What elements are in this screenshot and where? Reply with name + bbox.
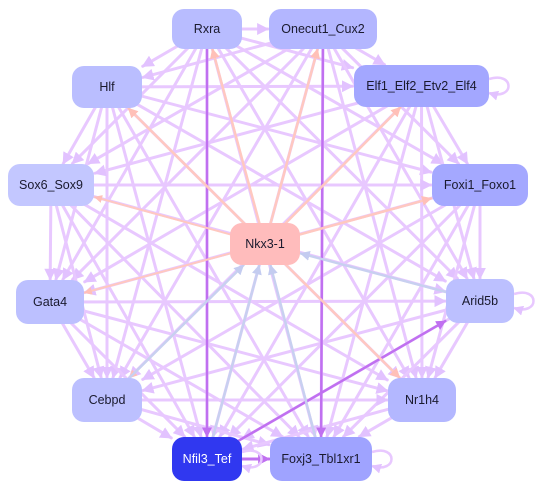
edge-onecut1-sox6 — [86, 27, 325, 166]
node-label: Elf1_Elf2_Etv2_Elf4 — [366, 79, 477, 93]
node-foxj3-tbl1xr1[interactable]: Foxj3_Tbl1xr1 — [270, 437, 372, 481]
edge-nkx3-elf1 — [263, 106, 402, 246]
edge-onecut1-foxj3 — [316, 27, 327, 438]
node-label: Foxj3_Tbl1xr1 — [281, 452, 361, 466]
node-label: Onecut1_Cux2 — [281, 22, 365, 36]
node-foxi1-foxo1[interactable]: Foxi1_Foxo1 — [432, 164, 528, 206]
edge-hlf-foxi1 — [105, 85, 433, 176]
edge-nkx3-rxra — [210, 48, 267, 246]
edge-foxi1-foxj3 — [332, 183, 482, 439]
edge-onecut1-arid5b — [321, 27, 469, 281]
node-onecut1-cux2[interactable]: Onecut1_Cux2 — [269, 9, 377, 49]
edge-onecut1-gata4 — [70, 27, 325, 282]
edge-rxra-foxi1 — [205, 27, 445, 166]
node-nfil3-tef[interactable]: Nfil3_Tef — [172, 437, 242, 481]
self-loop-elf1 — [488, 76, 510, 101]
node-label: Nkx3-1 — [245, 237, 285, 251]
node-label: Hlf — [99, 80, 115, 94]
edge-foxi1-cebpd — [141, 183, 482, 381]
edge-nfil3-nkx3 — [205, 264, 262, 461]
node-rxra[interactable]: Rxra — [172, 9, 242, 49]
node-sox6-sox9[interactable]: Sox6_Sox9 — [8, 164, 94, 206]
edge-nkx3-onecut1 — [263, 48, 320, 246]
edge-foxj3-nkx3 — [268, 264, 323, 461]
self-loop-nfil3 — [241, 449, 263, 474]
node-label: Rxra — [193, 22, 221, 36]
node-hlf[interactable]: Hlf — [72, 66, 142, 108]
edge-nkx3-nr1h4 — [263, 242, 401, 379]
node-label: Arid5b — [461, 294, 499, 308]
node-label: Nr1h4 — [404, 393, 440, 407]
edge-sox6-foxj3 — [49, 183, 301, 439]
self-loop-arid5b — [513, 291, 535, 316]
edge-cebpd-nkx3 — [105, 264, 245, 402]
node-label: Nfil3_Tef — [182, 452, 232, 466]
node-label: Foxi1_Foxo1 — [443, 178, 517, 192]
edge-gata4-arid5b — [48, 295, 447, 308]
node-arid5b[interactable]: Arid5b — [446, 279, 514, 323]
self-loop-foxj3 — [371, 449, 393, 474]
node-label: Sox6_Sox9 — [19, 178, 83, 192]
node-nr1h4[interactable]: Nr1h4 — [388, 378, 456, 422]
node-label: Gata4 — [32, 295, 68, 309]
node-nkx3-1[interactable]: Nkx3-1 — [230, 223, 300, 265]
edge-rxra-gata4 — [61, 27, 209, 282]
edge-foxi1-nfil3 — [227, 183, 482, 439]
edge-nfil3-arid5b — [205, 319, 447, 461]
edge-nkx3-hlf — [127, 107, 267, 246]
edge-gata4-foxj3 — [48, 300, 284, 439]
node-gata4[interactable]: Gata4 — [16, 280, 84, 324]
edge-gata4-nr1h4 — [48, 300, 389, 394]
edge-sox6-nfil3 — [49, 183, 196, 439]
node-elf1-elf2-etv2-elf4[interactable]: Elf1_Elf2_Etv2_Elf4 — [354, 65, 489, 107]
node-cebpd[interactable]: Cebpd — [72, 378, 142, 422]
edge-hlf-elf1 — [105, 80, 355, 93]
edge-sox6-nr1h4 — [49, 183, 389, 382]
node-label: Cebpd — [88, 393, 126, 407]
edge-arid5b-cebpd — [141, 299, 482, 394]
